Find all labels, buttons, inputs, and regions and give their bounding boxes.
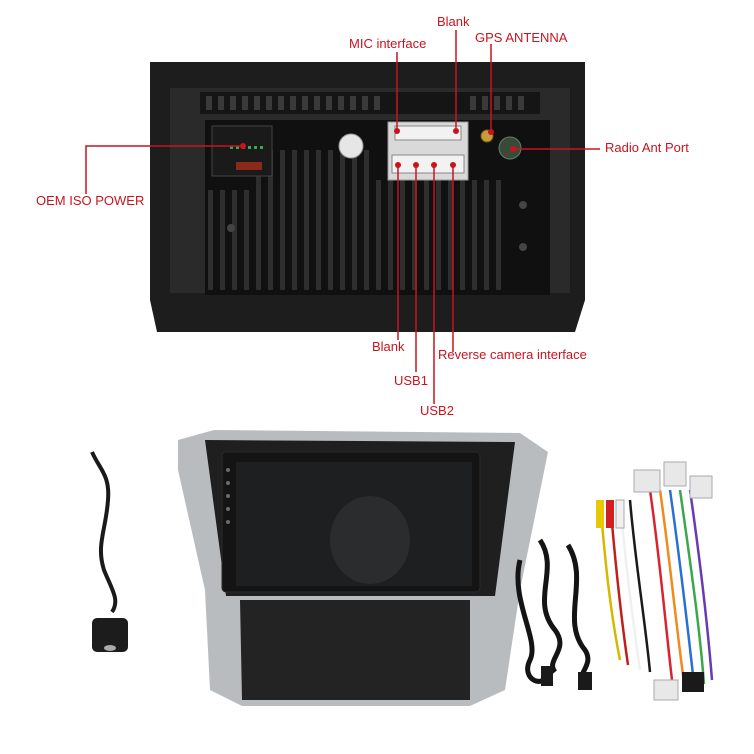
callout-gps-antenna: GPS ANTENNA	[475, 30, 568, 45]
mount-hole	[227, 224, 235, 232]
top-vents	[206, 96, 524, 110]
callout-usb1: USB1	[394, 373, 428, 388]
callout-blank-top: Blank	[437, 14, 470, 29]
fuse	[236, 162, 262, 170]
callout-mic-interface: MIC interface	[349, 36, 427, 51]
callout-oem-iso-power: OEM ISO POWER	[36, 193, 145, 208]
callout-lines	[85, 30, 600, 404]
lower-bracket	[240, 600, 470, 700]
callout-blank-bottom: Blank	[372, 339, 405, 354]
wiring-harness	[596, 461, 714, 701]
usb-cables	[515, 538, 591, 684]
mic-connector	[394, 125, 462, 141]
callout-usb2: USB2	[420, 403, 454, 418]
radio-antenna-port	[498, 136, 522, 160]
usb-plugs	[541, 666, 592, 690]
usb-camera-connectors	[391, 154, 465, 174]
top-rail	[200, 92, 540, 114]
gps-antenna-accessory	[90, 451, 128, 652]
callout-reverse-camera: Reverse camera interface	[438, 347, 587, 362]
side-buttons	[226, 468, 230, 524]
mount-hole	[519, 243, 527, 251]
heat-sink-fins	[208, 150, 501, 290]
callout-radio-ant-port: Radio Ant Port	[605, 140, 689, 155]
warranty-sticker	[338, 133, 364, 159]
mount-hole	[519, 201, 527, 209]
gps-receiver-puck	[92, 618, 128, 652]
screen-reflection-figure	[330, 496, 410, 584]
callout-dots	[240, 128, 516, 168]
